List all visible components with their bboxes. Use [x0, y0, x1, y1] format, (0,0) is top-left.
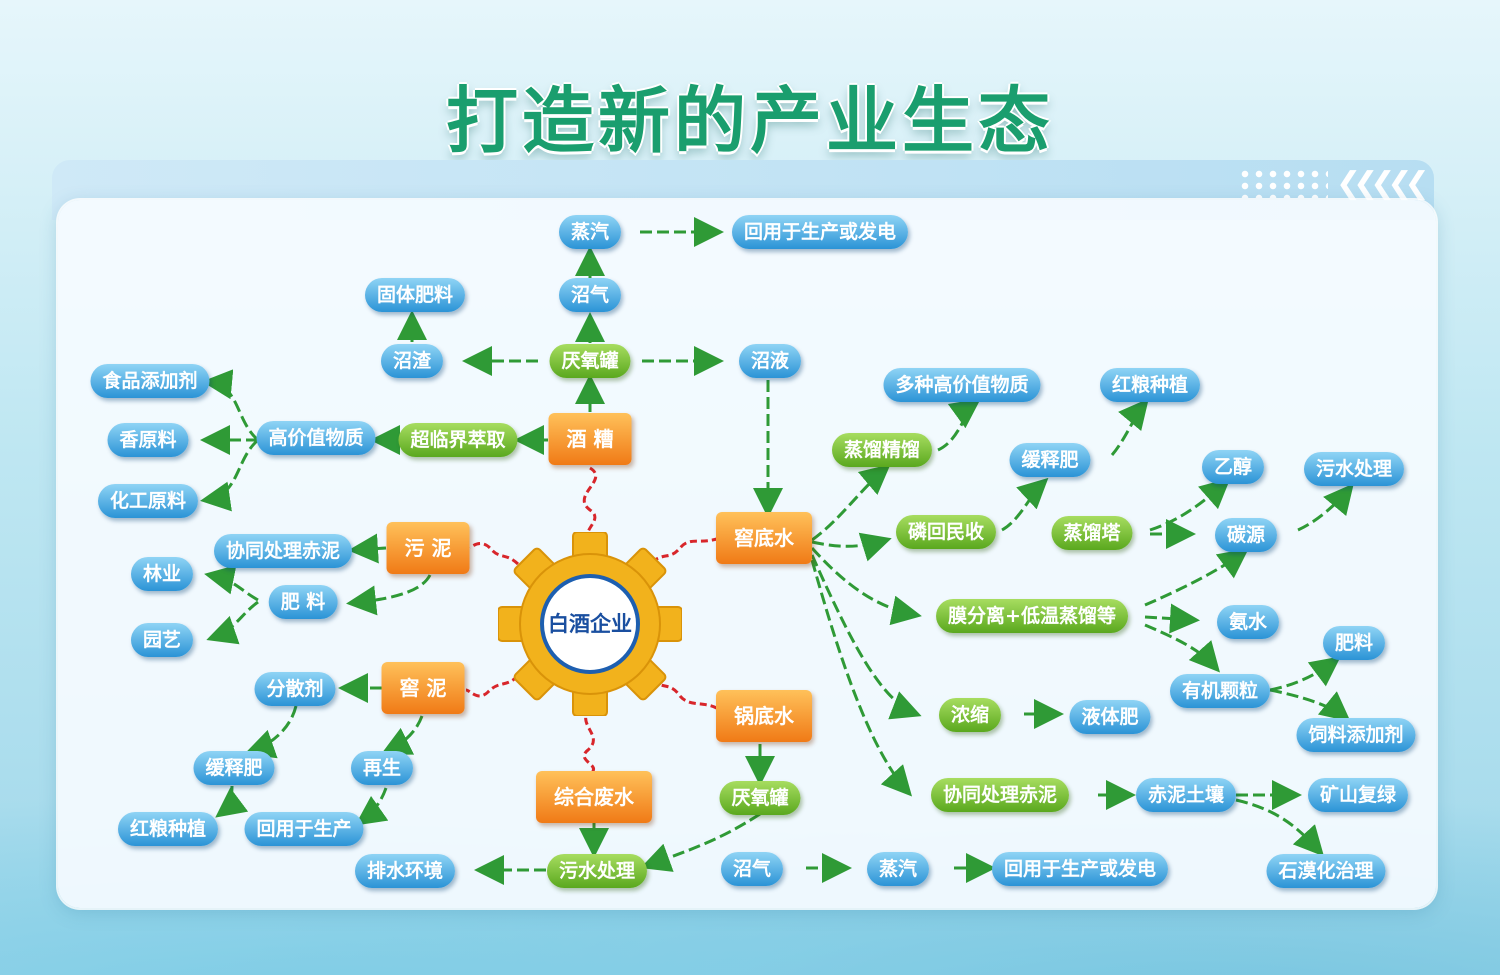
link-carbon-sewage	[1297, 483, 1354, 532]
node-reuse-power-top: 回用于生产或发电	[731, 215, 909, 249]
link-hv-chemical	[200, 438, 260, 512]
link-redmud-rocky	[1235, 798, 1325, 857]
link-sludge-fertilizer	[346, 574, 432, 616]
node-regeneration: 再生	[350, 751, 414, 785]
node-steam-bottom: 蒸汽	[866, 852, 930, 886]
node-drainage-environment: 排水环境	[354, 854, 456, 888]
node-co-treat-red-mud-right: 协同处理赤泥	[930, 778, 1070, 812]
link-membrane-organic	[1144, 623, 1220, 673]
link-dispersant-slow	[244, 705, 298, 759]
node-ammonia: 氨水	[1216, 605, 1280, 639]
node-slow-release-left: 缓释肥	[193, 751, 275, 785]
link-pit-co-treat	[810, 559, 913, 797]
node-spice-material: 香原料	[107, 423, 189, 457]
node-red-sorghum-left: 红粮种植	[117, 812, 219, 846]
link-organic-fertilizer	[1269, 656, 1341, 692]
node-horticulture: 园艺	[130, 623, 194, 657]
node-rocky-desertification: 石漠化治理	[1266, 854, 1386, 888]
node-distillers-grains: 酒 糟	[548, 413, 632, 465]
node-biogas-bottom: 沼气	[720, 852, 784, 886]
page-title: 打造新的产业生态	[445, 78, 1054, 163]
node-dispersant: 分散剂	[254, 672, 336, 706]
link-slow-redsorghum-left	[215, 785, 249, 818]
node-solid-fertilizer: 固体肥料	[364, 278, 466, 312]
node-phosphorus-recovery: 磷回民收	[895, 515, 997, 549]
link-tower-ethanol	[1149, 478, 1231, 532]
node-reuse-power-bottom: 回用于生产或发电	[991, 852, 1169, 886]
node-reuse-production: 回用于生产	[244, 812, 364, 846]
node-sludge: 污 泥	[386, 522, 470, 574]
node-boiler-water: 锅底水	[716, 690, 812, 742]
link-regen-reuse	[355, 787, 389, 826]
node-mine-regreening: 矿山复绿	[1307, 778, 1409, 812]
node-biogas-top: 沼气	[558, 278, 622, 312]
link-pitmud-regeneration	[380, 715, 424, 755]
link-center-grains	[582, 466, 598, 542]
link-pit-distill	[811, 464, 891, 542]
node-membrane-separation: 膜分离+低温蒸馏等	[936, 599, 1128, 633]
link-pit-membrane	[810, 546, 922, 626]
node-sewage-treatment-right: 污水处理	[1303, 452, 1405, 486]
node-carbon-source: 碳源	[1214, 518, 1278, 552]
link-center-sludge	[468, 542, 520, 566]
node-chemical-material: 化工原料	[97, 484, 199, 518]
node-pit-mud: 窖 泥	[381, 662, 465, 714]
node-fertilizer-right: 肥料	[1322, 626, 1386, 660]
link-organic-feed	[1269, 688, 1351, 722]
node-red-mud-soil: 赤泥土壤	[1135, 778, 1237, 812]
node-supercritical-extraction: 超临界萃取	[398, 423, 518, 457]
link-center-pitwater	[651, 536, 721, 564]
link-hv-food	[202, 369, 260, 442]
link-pit-phosphorus	[811, 532, 892, 562]
link-phos-slowrelease	[1001, 477, 1049, 532]
node-red-sorghum-right: 红粮种植	[1099, 368, 1201, 402]
node-biogas-liquid: 沼液	[738, 344, 802, 378]
link-membrane-ammonia	[1144, 603, 1200, 634]
node-liquid-fertilizer: 液体肥	[1069, 700, 1151, 734]
node-fertilizer-left: 肥 料	[268, 585, 338, 619]
decorative-dots	[1238, 168, 1328, 198]
link-fert-forestry	[204, 565, 259, 602]
node-biogas-residue: 沼渣	[380, 344, 444, 378]
node-forestry: 林业	[130, 557, 194, 591]
node-comprehensive-wastewater: 综合废水	[536, 771, 652, 823]
link-slow-redsorghum	[1110, 398, 1149, 456]
link-anaerobic-sewage	[640, 812, 761, 872]
node-feed-additive: 饲料添加剂	[1296, 718, 1416, 752]
node-various-high-value: 多种高价值物质	[883, 368, 1041, 402]
node-sewage-treatment-bottom: 污水处理	[546, 854, 648, 888]
chevron-left-icon: ❮❮❮❮❮	[1336, 166, 1430, 201]
center-label: 白酒企业	[548, 612, 632, 636]
node-distill-refine: 蒸馏精馏	[831, 433, 933, 467]
link-center-pitmud	[465, 674, 520, 698]
center-gear: 白酒企业	[497, 531, 683, 717]
link-distill-various	[937, 398, 981, 452]
link-sludge-cotreat	[348, 533, 387, 564]
node-concentrate: 浓缩	[938, 698, 1002, 732]
link-pit-concentrate	[810, 554, 922, 720]
node-co-treat-red-mud-left: 协同处理赤泥	[213, 534, 353, 568]
link-fert-horticulture	[206, 600, 259, 645]
link-center-boiler	[651, 678, 721, 712]
node-ethanol: 乙醇	[1201, 450, 1265, 484]
node-pit-water: 窖底水	[716, 512, 812, 564]
node-anaerobic-tank-bottom: 厌氧罐	[719, 781, 801, 815]
node-slow-release-right: 缓释肥	[1009, 443, 1091, 477]
link-membrane-carbon	[1144, 548, 1249, 607]
link-center-wastewater	[582, 707, 596, 774]
node-high-value-substance: 高价值物质	[256, 421, 376, 455]
gear-icon	[497, 531, 683, 717]
node-organic-granule: 有机颗粒	[1169, 674, 1271, 708]
node-anaerobic-tank-top: 厌氧罐	[549, 344, 631, 378]
node-steam-top: 蒸汽	[558, 215, 622, 249]
node-distill-tower: 蒸馏塔	[1051, 516, 1133, 550]
node-food-additive: 食品添加剂	[90, 364, 210, 398]
